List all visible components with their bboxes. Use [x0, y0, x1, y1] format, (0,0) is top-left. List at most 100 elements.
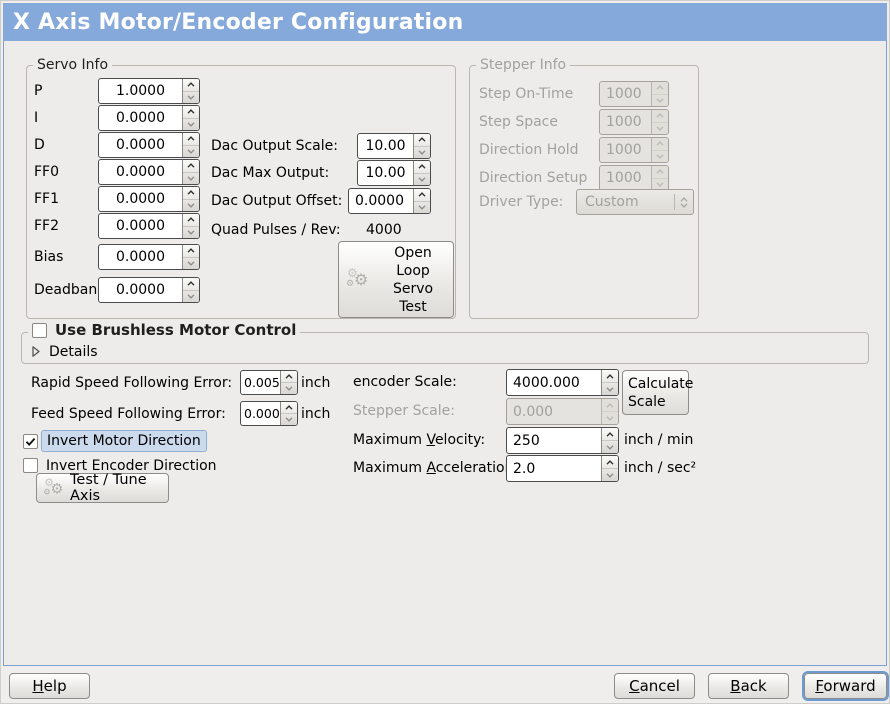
chevron-up-icon[interactable]	[183, 160, 199, 172]
invert-motor-checkbox[interactable]	[23, 434, 38, 449]
d-value[interactable]: 0.0000	[116, 137, 165, 153]
chevron-up-icon[interactable]	[183, 245, 199, 257]
chevron-up-icon[interactable]	[414, 161, 430, 173]
spinner-buttons[interactable]	[413, 189, 430, 213]
chevron-up-icon[interactable]	[414, 189, 430, 201]
bias-label: Bias	[34, 249, 64, 265]
ff1-spinbox[interactable]: 0.0000	[98, 186, 200, 212]
chevron-up-icon[interactable]	[183, 187, 199, 199]
chevron-up-icon[interactable]	[281, 371, 297, 382]
chevron-down-icon[interactable]	[602, 382, 618, 395]
spinner-buttons[interactable]	[413, 134, 430, 158]
dac-output-scale-spinbox[interactable]: 10.00	[357, 133, 431, 159]
chevron-up-icon[interactable]	[602, 370, 618, 382]
chevron-down-icon	[652, 177, 668, 191]
spinner-buttons[interactable]	[413, 161, 430, 185]
max-acceleration-value[interactable]: 2.0	[513, 460, 536, 477]
dac-max-output-spinbox[interactable]: 10.00	[357, 160, 431, 186]
spinner-buttons[interactable]	[182, 106, 199, 130]
chevron-down-icon[interactable]	[183, 171, 199, 185]
max-velocity-value[interactable]: 250	[513, 432, 540, 449]
chevron-down-icon[interactable]	[414, 200, 430, 214]
ff0-label: FF0	[34, 164, 60, 180]
spinner-buttons[interactable]	[280, 371, 297, 394]
direction-setup-value: 1000	[606, 170, 642, 186]
encoder-scale-value[interactable]: 4000.000	[513, 374, 580, 391]
help-button[interactable]: Help	[9, 673, 90, 699]
spinner-buttons[interactable]	[182, 187, 199, 211]
invert-encoder-checkbox[interactable]	[23, 458, 38, 473]
ff1-value[interactable]: 0.0000	[116, 191, 165, 207]
chevron-up-icon[interactable]	[183, 214, 199, 226]
max-velocity-spinbox[interactable]: 250	[506, 427, 619, 454]
i-spinbox[interactable]: 0.0000	[98, 105, 200, 131]
calculate-scale-button[interactable]: Calculate Scale	[622, 370, 693, 415]
chevron-up-icon[interactable]	[414, 134, 430, 146]
chevron-down-icon[interactable]	[183, 117, 199, 131]
chevron-down-icon[interactable]	[183, 256, 199, 270]
chevron-down-icon[interactable]	[183, 289, 199, 303]
d-spinbox[interactable]: 0.0000	[98, 132, 200, 158]
chevron-up-icon[interactable]	[602, 456, 618, 468]
spinner-buttons[interactable]	[182, 245, 199, 269]
bias-spinbox[interactable]: 0.0000	[98, 244, 200, 270]
encoder-scale-spinbox[interactable]: 4000.000	[506, 369, 619, 396]
chevron-up-icon[interactable]	[183, 133, 199, 145]
dac-output-scale-value[interactable]: 10.00	[365, 138, 406, 154]
forward-button[interactable]: Forward	[804, 673, 887, 699]
spinner-buttons[interactable]	[601, 428, 618, 453]
chevron-down-icon[interactable]	[183, 225, 199, 239]
details-expander[interactable]	[31, 345, 41, 358]
dac-max-output-value[interactable]: 10.00	[365, 165, 406, 181]
p-spinbox[interactable]: 1.0000	[98, 78, 200, 104]
chevron-down-icon[interactable]	[183, 144, 199, 158]
chevron-down-icon[interactable]	[602, 440, 618, 453]
invert-motor-label[interactable]: Invert Motor Direction	[41, 430, 207, 452]
chevron-up-icon[interactable]	[281, 402, 297, 413]
spinner-buttons[interactable]	[182, 278, 199, 302]
dac-output-offset-spinbox[interactable]: 0.0000	[348, 188, 431, 214]
ff2-spinbox[interactable]: 0.0000	[98, 213, 200, 239]
back-button[interactable]: Back	[708, 673, 789, 699]
chevron-down-icon[interactable]	[183, 198, 199, 212]
deadband-value[interactable]: 0.0000	[116, 282, 165, 298]
spinner-buttons[interactable]	[182, 214, 199, 238]
deadband-spinbox[interactable]: 0.0000	[98, 277, 200, 303]
ff2-value[interactable]: 0.0000	[116, 218, 165, 234]
spinner-buttons[interactable]	[182, 160, 199, 184]
spinner-buttons[interactable]	[280, 402, 297, 425]
p-value[interactable]: 1.0000	[116, 83, 165, 99]
dac-output-offset-value[interactable]: 0.0000	[355, 193, 404, 209]
chevron-up-icon[interactable]	[602, 428, 618, 440]
chevron-down-icon[interactable]	[281, 413, 297, 425]
cancel-button[interactable]: Cancel	[614, 673, 695, 699]
spinner-buttons[interactable]	[601, 370, 618, 395]
feed-following-error-spinbox[interactable]: 0.0005	[240, 401, 298, 426]
rapid-following-error-value[interactable]: 0.0050	[244, 375, 288, 390]
chevron-down-icon[interactable]	[281, 382, 297, 394]
chevron-up-icon[interactable]	[183, 106, 199, 118]
rapid-following-error-spinbox[interactable]: 0.0050	[240, 370, 298, 395]
chevron-down-icon[interactable]	[414, 172, 430, 186]
spinner-buttons[interactable]	[601, 456, 618, 481]
spinner-buttons[interactable]	[182, 133, 199, 157]
ff0-spinbox[interactable]: 0.0000	[98, 159, 200, 185]
chevron-down-icon[interactable]	[183, 90, 199, 104]
test-tune-axis-button[interactable]: ⚙⚙⚙ Test / Tune Axis	[36, 472, 169, 504]
max-acceleration-unit: inch / sec²	[624, 460, 697, 476]
chevron-up-icon[interactable]	[183, 278, 199, 290]
gears-icon: ⚙⚙⚙	[43, 476, 64, 497]
open-loop-servo-test-button[interactable]: ⚙⚙⚙ Open Loop Servo Test	[338, 241, 454, 318]
details-label[interactable]: Details	[49, 344, 98, 360]
chevron-down-icon[interactable]	[414, 145, 430, 159]
chevron-down-icon[interactable]	[602, 468, 618, 481]
ff0-value[interactable]: 0.0000	[116, 164, 165, 180]
invert-encoder-label[interactable]: Invert Encoder Direction	[46, 458, 217, 474]
use-brushless-checkbox[interactable]	[32, 323, 47, 338]
feed-following-error-value[interactable]: 0.0005	[244, 406, 288, 421]
bias-value[interactable]: 0.0000	[116, 249, 165, 265]
chevron-up-icon[interactable]	[183, 79, 199, 91]
spinner-buttons[interactable]	[182, 79, 199, 103]
max-acceleration-spinbox[interactable]: 2.0	[506, 455, 619, 482]
i-value[interactable]: 0.0000	[116, 110, 165, 126]
